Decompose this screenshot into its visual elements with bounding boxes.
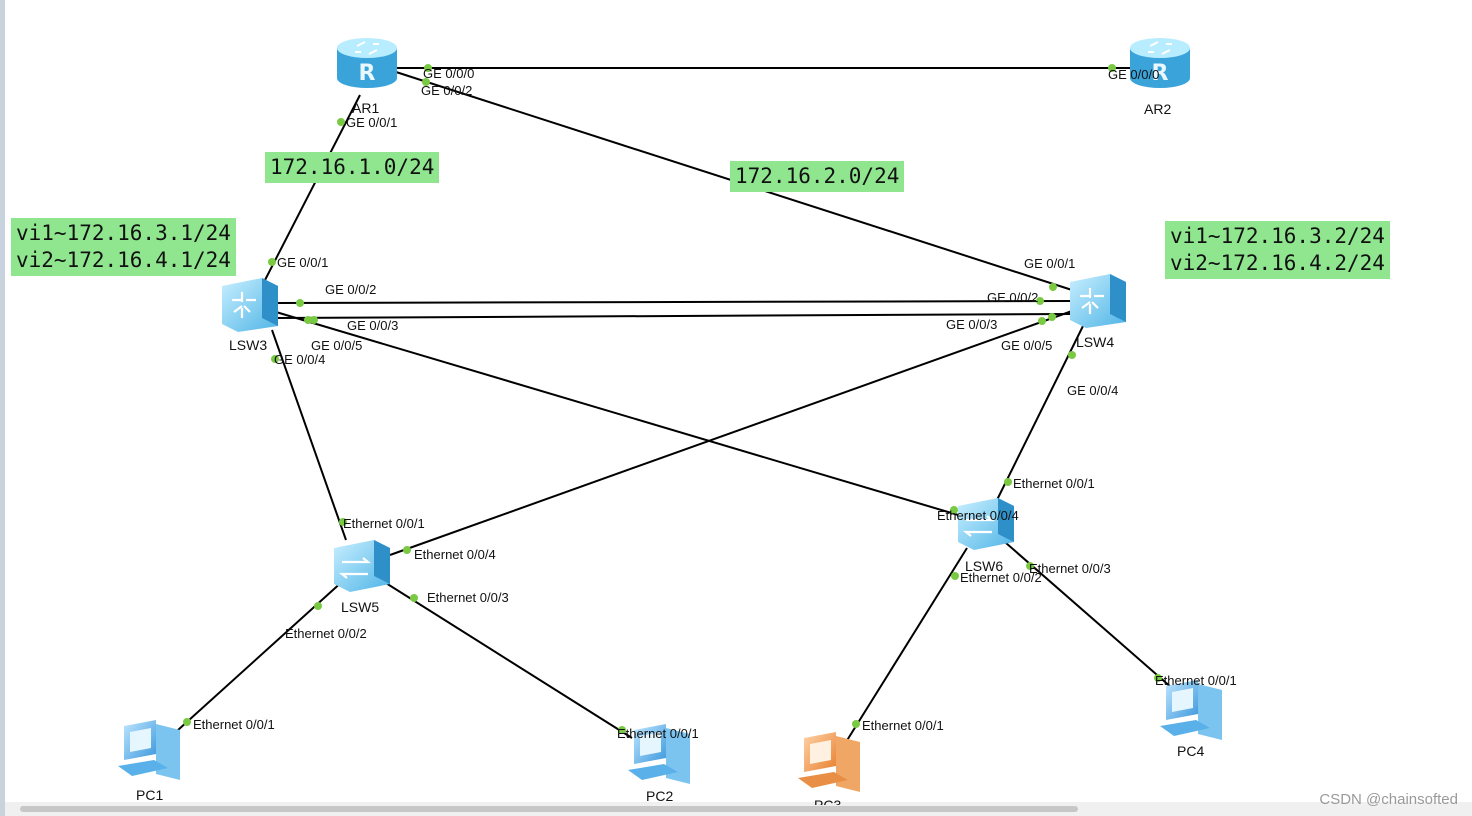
switch-lsw3-icon[interactable] (222, 278, 278, 332)
link-lsw3-lsw4-ge002[interactable] (275, 300, 1071, 304)
port-label: GE 0/0/1 (1024, 256, 1076, 271)
port-label: Ethernet 0/0/3 (427, 590, 509, 605)
left-panel-edge (0, 0, 5, 816)
port-label: Ethernet 0/0/3 (1029, 561, 1111, 576)
device-name-lsw3: LSW3 (229, 337, 268, 353)
pc3-icon[interactable] (798, 732, 860, 792)
port-dot (271, 355, 279, 363)
port-dot (1154, 674, 1162, 682)
port-label: GE 0/0/3 (946, 317, 998, 332)
device-name-lsw5: LSW5 (341, 599, 380, 615)
svg-text:R: R (1152, 61, 1169, 86)
port-label: GE 0/0/5 (311, 338, 363, 353)
port-label: Ethernet 0/0/1 (1155, 673, 1237, 688)
port-dot (1068, 351, 1076, 359)
switch-lsw4-icon[interactable] (1070, 274, 1126, 328)
port-dot (314, 602, 322, 610)
switch-lsw6-icon[interactable] (958, 498, 1014, 550)
router-ar2-icon[interactable]: R (1130, 38, 1190, 88)
switch-lsw5-icon[interactable] (334, 540, 390, 592)
link-lsw3-lsw4-ge003[interactable] (275, 313, 1071, 319)
device-name-ar2: AR2 (1144, 101, 1172, 117)
vlanif-label-lsw4: vi1~172.16.3.2/24 vi2~172.16.4.2/24 (1165, 221, 1390, 279)
port-dot (1038, 317, 1046, 325)
device-name-pc3: PC3 (814, 797, 842, 805)
port-label: Ethernet 0/0/4 (937, 508, 1019, 523)
device-name-pc2: PC2 (646, 788, 674, 804)
link-lsw5-pc2[interactable] (377, 577, 633, 739)
device-name-ar1: AR1 (352, 100, 380, 116)
port-label: Ethernet 0/0/2 (285, 626, 367, 641)
port-dot (403, 546, 411, 554)
vlanif-line: vi2~172.16.4.2/24 (1170, 251, 1385, 275)
router-ar1-icon[interactable]: R (337, 38, 397, 88)
port-dot (296, 299, 304, 307)
port-label: Ethernet 0/0/2 (960, 570, 1042, 585)
port-label: Ethernet 0/0/1 (193, 717, 275, 732)
port-label: Ethernet 0/0/1 (862, 718, 944, 733)
port-dot (339, 518, 347, 526)
port-label: Ethernet 0/0/4 (414, 547, 496, 562)
device-name-lsw4: LSW4 (1076, 334, 1115, 350)
svg-text:R: R (359, 61, 376, 86)
port-dot (1036, 297, 1044, 305)
vlanif-line: vi1~172.16.3.1/24 (16, 221, 231, 245)
link-ar1-lsw3[interactable] (263, 94, 361, 283)
port-dot (1048, 313, 1056, 321)
port-dot (422, 78, 430, 86)
subnet-label-ar1-lsw3: 172.16.1.0/24 (265, 152, 440, 183)
port-label: GE 0/0/5 (1001, 338, 1053, 353)
vlanif-label-lsw3: vi1~172.16.3.1/24 vi2~172.16.4.1/24 (11, 218, 236, 276)
horizontal-scrollbar[interactable] (20, 806, 1078, 812)
port-dot (424, 64, 432, 72)
port-dots (183, 64, 1162, 734)
port-label: GE 0/0/4 (274, 352, 326, 367)
link-lsw4-lsw5[interactable] (389, 310, 1073, 556)
port-label: GE 0/0/2 (987, 290, 1039, 305)
port-label: Ethernet 0/0/1 (1013, 476, 1095, 491)
port-label: GE 0/0/4 (1067, 383, 1119, 398)
pc4-icon[interactable] (1160, 680, 1222, 740)
port-dot (268, 258, 276, 266)
port-label: GE 0/0/2 (325, 282, 377, 297)
device-name-pc1: PC1 (136, 787, 164, 803)
port-dot (410, 594, 418, 602)
vlanif-line: vi1~172.16.3.2/24 (1170, 224, 1385, 248)
port-label: GE 0/0/0 (423, 66, 475, 81)
port-dot (951, 572, 959, 580)
port-label: GE 0/0/1 (346, 115, 398, 130)
port-dot (1108, 64, 1116, 72)
port-dot (852, 720, 860, 728)
port-dot (304, 316, 312, 324)
port-dot (950, 506, 958, 514)
port-dot (183, 718, 191, 726)
links (177, 67, 1173, 743)
link-lsw6-pc3[interactable] (845, 547, 968, 743)
port-dot (337, 118, 345, 126)
link-lsw3-lsw6[interactable] (275, 311, 976, 521)
port-label: GE 0/0/0 (1108, 67, 1160, 82)
port-label: GE 0/0/1 (277, 255, 329, 270)
vlanif-line: vi2~172.16.4.1/24 (16, 248, 231, 272)
port-dot (1026, 562, 1034, 570)
subnet-label-ar1-lsw4: 172.16.2.0/24 (730, 161, 905, 192)
watermark: CSDN @chainsofted (1319, 791, 1458, 808)
pc2-icon[interactable] (628, 724, 690, 784)
device-name-lsw6: LSW6 (965, 558, 1004, 574)
port-dot (310, 316, 318, 324)
port-dot (1004, 478, 1012, 486)
port-label: Ethernet 0/0/1 (343, 516, 425, 531)
port-dot (618, 726, 626, 734)
port-label: GE 0/0/3 (347, 318, 399, 333)
port-label: GE 0/0/2 (421, 83, 473, 98)
device-name-pc4: PC4 (1177, 743, 1205, 759)
pc1-icon[interactable] (118, 720, 180, 780)
link-lsw3-lsw5[interactable] (271, 329, 347, 541)
port-dot (1049, 283, 1057, 291)
port-label: Ethernet 0/0/1 (617, 726, 699, 741)
